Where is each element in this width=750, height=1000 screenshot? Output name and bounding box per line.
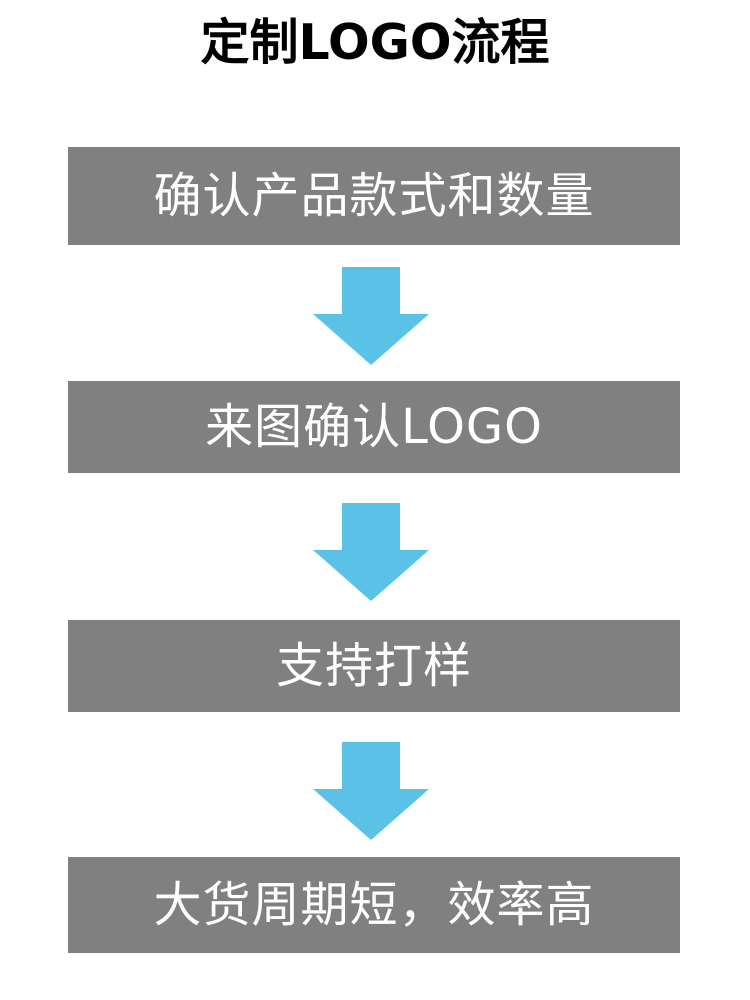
flow-step-2: 来图确认LOGO xyxy=(68,381,680,473)
arrow-down-icon-1 xyxy=(313,267,429,365)
flow-step-4: 大货周期短，效率高 xyxy=(68,857,680,953)
flow-step-4-label: 大货周期短，效率高 xyxy=(153,877,595,933)
flow-step-2-label: 来图确认LOGO xyxy=(205,399,543,455)
page-title: 定制LOGO流程 xyxy=(200,14,550,71)
flow-step-3: 支持打样 xyxy=(68,620,680,712)
flow-step-1: 确认产品款式和数量 xyxy=(68,147,680,245)
flow-step-1-label: 确认产品款式和数量 xyxy=(153,168,595,224)
flow-step-3-label: 支持打样 xyxy=(275,638,472,694)
arrow-down-icon-3 xyxy=(313,742,429,840)
arrow-down-icon-2 xyxy=(313,503,429,601)
